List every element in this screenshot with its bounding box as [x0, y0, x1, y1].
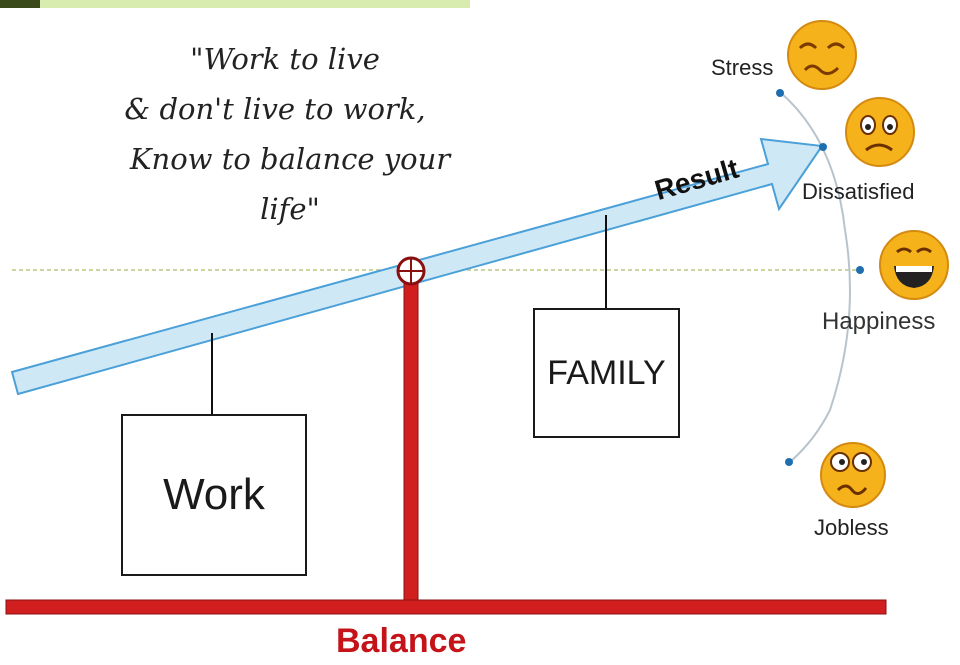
- dissatisfied-label: Dissatisfied: [802, 179, 915, 204]
- quote-line-3: Know to balance your life": [129, 142, 451, 226]
- balance-stand-post: [403, 281, 419, 608]
- jobless-label: Jobless: [814, 515, 889, 540]
- work-label: Work: [163, 470, 265, 519]
- top-bar-dark: [0, 0, 40, 8]
- balance-base-bar: [5, 599, 887, 615]
- family-box: FAMILY: [533, 308, 680, 438]
- balance-label: Balance: [336, 622, 467, 660]
- family-label: FAMILY: [547, 353, 666, 392]
- work-box: Work: [121, 414, 307, 576]
- quote-text: "Work to live & don't live to work, Know…: [95, 34, 455, 234]
- pivot-crosshair-icon: [396, 256, 426, 286]
- stress-dot: [776, 89, 784, 97]
- quote-line-1: "Work to live: [190, 42, 380, 76]
- dissatisfied-dot: [819, 143, 827, 151]
- stressed-face-icon: [787, 20, 857, 90]
- laughing-face-icon: [879, 230, 949, 300]
- happiness-dot: [856, 266, 864, 274]
- jobless-dot: [785, 458, 793, 466]
- quote-line-2: & don't live to work,: [124, 92, 426, 126]
- stress-label: Stress: [711, 55, 774, 80]
- happiness-label: Happiness: [822, 308, 936, 335]
- top-bar: [0, 0, 470, 8]
- sad-face-icon: [845, 97, 915, 167]
- worried-face-icon: [820, 442, 886, 508]
